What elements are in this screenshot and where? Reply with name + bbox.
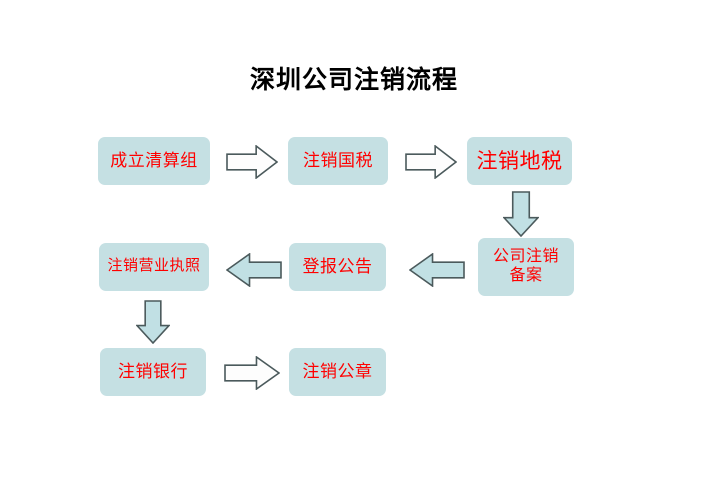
process-node-n8[interactable]: 注销公章 [289, 348, 386, 396]
process-node-n5[interactable]: 登报公告 [289, 243, 386, 291]
process-node-label: 注销国税 [303, 150, 373, 170]
process-node-label: 登报公告 [302, 256, 373, 276]
connector-arrow-right [405, 145, 457, 179]
process-node-label: 注销银行 [118, 361, 188, 381]
connector-arrow-left [409, 253, 465, 287]
process-node-label: 成立清算组 [110, 150, 198, 170]
process-node-label: 注销公章 [302, 361, 373, 381]
process-node-label: 注销地税 [476, 148, 563, 173]
process-node-n4[interactable]: 公司注销 备案 [478, 238, 574, 296]
connector-arrow-left [226, 253, 282, 287]
connector-arrow-right [224, 356, 280, 390]
process-node-n2[interactable]: 注销国税 [288, 137, 388, 185]
process-node-label: 公司注销 备案 [492, 248, 559, 284]
process-node-label: 注销营业执照 [107, 258, 201, 275]
process-node-n7[interactable]: 注销银行 [100, 348, 206, 396]
process-node-n6[interactable]: 注销营业执照 [99, 243, 209, 291]
connector-arrow-down [136, 300, 170, 344]
connector-arrow-right [226, 145, 278, 179]
process-node-n1[interactable]: 成立清算组 [98, 137, 210, 185]
page-title: 深圳公司注销流程 [249, 67, 458, 94]
process-node-n3[interactable]: 注销地税 [467, 137, 572, 185]
connector-arrow-down [503, 191, 539, 237]
